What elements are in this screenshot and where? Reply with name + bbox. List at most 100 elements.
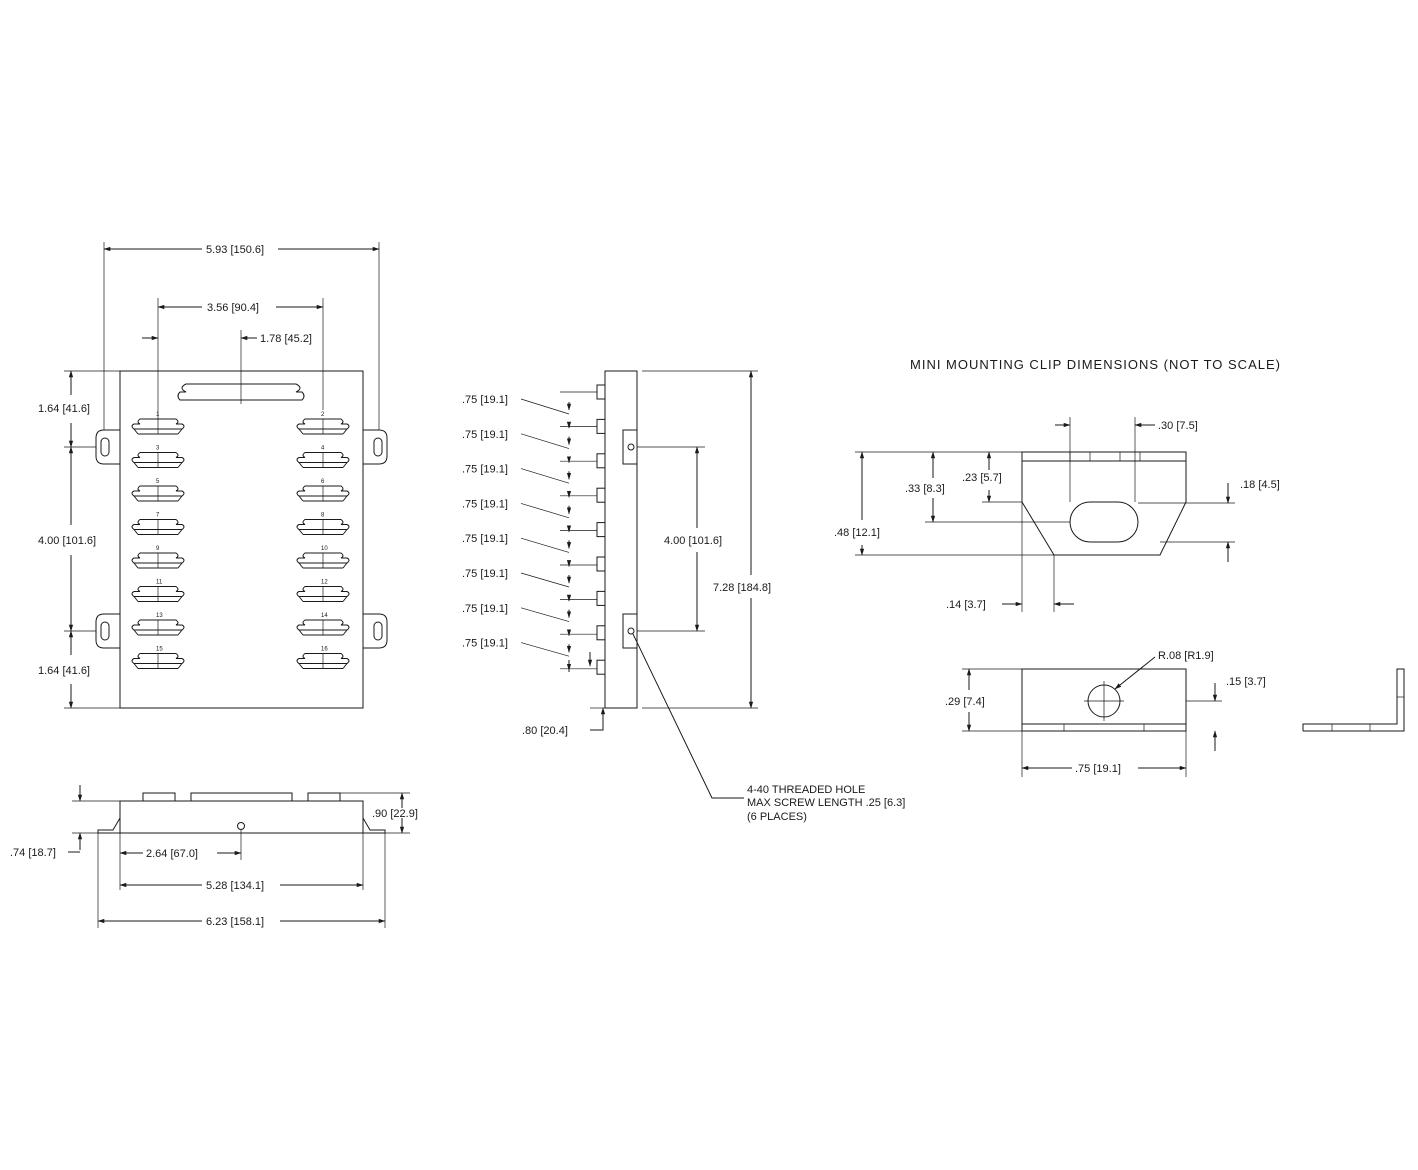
top-view-body [119,370,364,709]
dim-clip-slot-bottom: .33 [8.3] [905,483,945,495]
connector-number: 14 [321,613,328,619]
mounting-tab-top-right [363,429,388,465]
front-tab-right [362,817,386,834]
connector-number: 13 [156,613,163,619]
side-terminal-tab [596,522,606,538]
dim-side-bottom-offset: .80 [20.4] [522,725,568,737]
dim-hole-offset: 2.64 [67.0] [146,848,198,860]
dim-clip-chamfer: .14 [3.7] [946,599,986,611]
connector-slot: 14 [296,613,350,636]
side-terminal-tab [596,487,606,503]
front-tab-left [97,817,121,834]
connector-number: 3 [156,446,160,452]
front-connector-center [190,792,293,802]
connector-slot: 2 [296,412,350,435]
side-view: .75 [19.1].75 [19.1].75 [19.1].75 [19.1]… [462,370,905,823]
pitch-dimension: .75 [19.1] [462,564,597,602]
side-view-body [604,370,638,709]
dim-clip-hole-radius: R.08 [R1.9] [1158,650,1214,662]
dim-tab-height: .74 [18.7] [10,847,56,859]
dim-clip-slot-height: .18 [4.5] [1240,479,1280,491]
side-terminal-tab [596,384,606,400]
note-line-2: MAX SCREW LENGTH .25 [6.3] [747,797,905,809]
dim-clip-plate-height: .29 [7.4] [945,696,985,708]
front-view-body [119,800,364,834]
clip-title: MINI MOUNTING CLIP DIMENSIONS (NOT TO SC… [910,357,1281,372]
connector-slot: 5 [131,479,185,502]
note-line-1: 4-40 THREADED HOLE [747,784,865,796]
side-threaded-hole-top [627,443,635,451]
dim-clip-plate-thickness: .15 [3.7] [1226,676,1266,688]
dim-clip-plate-width: .75 [19.1] [1075,763,1121,775]
front-threaded-hole [237,822,245,830]
clip-detail: MINI MOUNTING CLIP DIMENSIONS (NOT TO SC… [834,357,1405,777]
connector-slot: 6 [296,479,350,502]
pitch-label: .75 [19.1] [462,429,508,441]
dim-front-height: .90 [22.9] [372,808,418,820]
connector-number: 15 [156,647,163,653]
connector-slot: 16 [296,647,350,669]
pitch-label: .75 [19.1] [462,568,508,580]
connector-number: 10 [321,546,328,552]
connector-number: 8 [321,513,325,519]
side-mount-tab-bottom [622,613,638,649]
connector-slot: 12 [296,580,350,602]
dim-overall-width: 5.93 [150.6] [206,244,264,256]
pitch-dimension: .75 [19.1] [462,460,597,498]
dim-clip-overall-height: .48 [12.1] [834,527,880,539]
dim-tab-top-offset: 1.64 [41.6] [38,403,90,415]
pitch-label: .75 [19.1] [462,464,508,476]
pitch-dimension: .75 [19.1] [462,426,597,464]
side-threaded-hole-bottom [627,627,635,635]
connector-slot: 15 [131,647,185,669]
dim-connector-spacing: 3.56 [90.4] [207,302,259,314]
pitch-label: .75 [19.1] [462,603,508,615]
dim-side-overall-height: 7.28 [184.8] [713,582,771,594]
connector-slot: 7 [131,513,185,535]
dim-tab-spacing: 4.00 [101.6] [38,535,96,547]
front-view: .90 [22.9] .74 [18.7] 2.64 [67.0] 5.28 [… [10,785,418,928]
connector-slot: 4 [296,446,350,468]
dim-side-hole-spacing: 4.00 [101.6] [664,535,722,547]
connector-slot: 10 [296,546,350,569]
dim-front-overall-width: 6.23 [158.1] [206,916,264,928]
connector-number: 9 [156,546,160,552]
mounting-tab-top-left [95,429,120,465]
clip-slot [1069,501,1139,543]
dim-clip-slot-top: .23 [5.7] [962,472,1002,484]
connector-slot: 13 [131,613,185,636]
connector-slot: 8 [296,513,350,535]
connector-slot: 3 [131,446,185,468]
dim-center-offset: 1.78 [45.2] [260,333,312,345]
side-terminal-tab [596,556,606,572]
side-terminal-tab [596,453,606,469]
connector-slot: 11 [131,580,185,602]
side-terminal-tabs [596,384,606,675]
front-connector-right [307,792,341,802]
connector-number: 4 [321,446,325,452]
side-terminal-tab [596,659,606,675]
clip-profile [1021,451,1187,556]
pitch-label: .75 [19.1] [462,638,508,650]
top-connector [177,383,305,401]
connector-number: 5 [156,479,160,485]
connector-slot: 9 [131,546,185,569]
mounting-tab-bottom-right [363,613,388,649]
connector-number: 16 [321,647,328,653]
side-terminal-tab [596,590,606,606]
clip-l-bracket [1302,668,1405,732]
side-terminal-tab [596,625,606,641]
pitch-dimension: .75 [19.1] [462,530,597,568]
note-line-3: (6 PLACES) [747,811,807,823]
pitch-label: .75 [19.1] [462,394,508,406]
connector-number: 12 [321,580,328,586]
pitch-dimension: .75 [19.1] [462,599,597,637]
clip-plate [1021,668,1187,732]
pitch-dimension: .75 [19.1] [462,495,597,533]
mounting-tab-bottom-left [95,613,120,649]
connector-number: 11 [156,580,163,586]
front-connector-left [142,792,176,802]
